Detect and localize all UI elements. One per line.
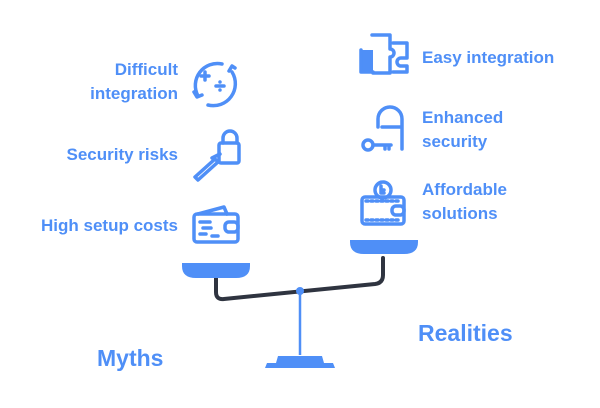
- wallet-lock-icon: [360, 180, 406, 226]
- scale-pivot: [296, 287, 304, 295]
- label-line: security: [422, 132, 488, 151]
- reality-affordable-solutions: Affordable solutions: [422, 178, 507, 226]
- lock-key-icon: [361, 105, 404, 152]
- wallet-icon: [192, 205, 240, 244]
- lockpick-icon: [193, 129, 241, 182]
- myth-high-setup-costs: High setup costs: [41, 216, 178, 235]
- right-pan: [350, 240, 418, 254]
- label-line: Difficult: [114, 60, 178, 79]
- realities-title: Realities: [418, 320, 513, 346]
- label-line: Enhanced: [422, 108, 504, 127]
- left-pan: [182, 263, 250, 278]
- reality-easy-integration: Easy integration: [422, 48, 555, 67]
- puzzle-icon: [359, 33, 409, 75]
- label-line: integration: [90, 84, 178, 103]
- label-line: Affordable: [422, 180, 507, 199]
- myths-title: Myths: [97, 345, 164, 371]
- rotate-math-icon: [192, 61, 238, 108]
- reality-enhanced-security: Enhanced security: [422, 106, 503, 154]
- label-line: solutions: [422, 204, 498, 223]
- scale-base: [265, 356, 335, 368]
- myth-security-risks: Security risks: [66, 145, 178, 164]
- myth-difficult-integration: Difficult integration: [90, 58, 178, 106]
